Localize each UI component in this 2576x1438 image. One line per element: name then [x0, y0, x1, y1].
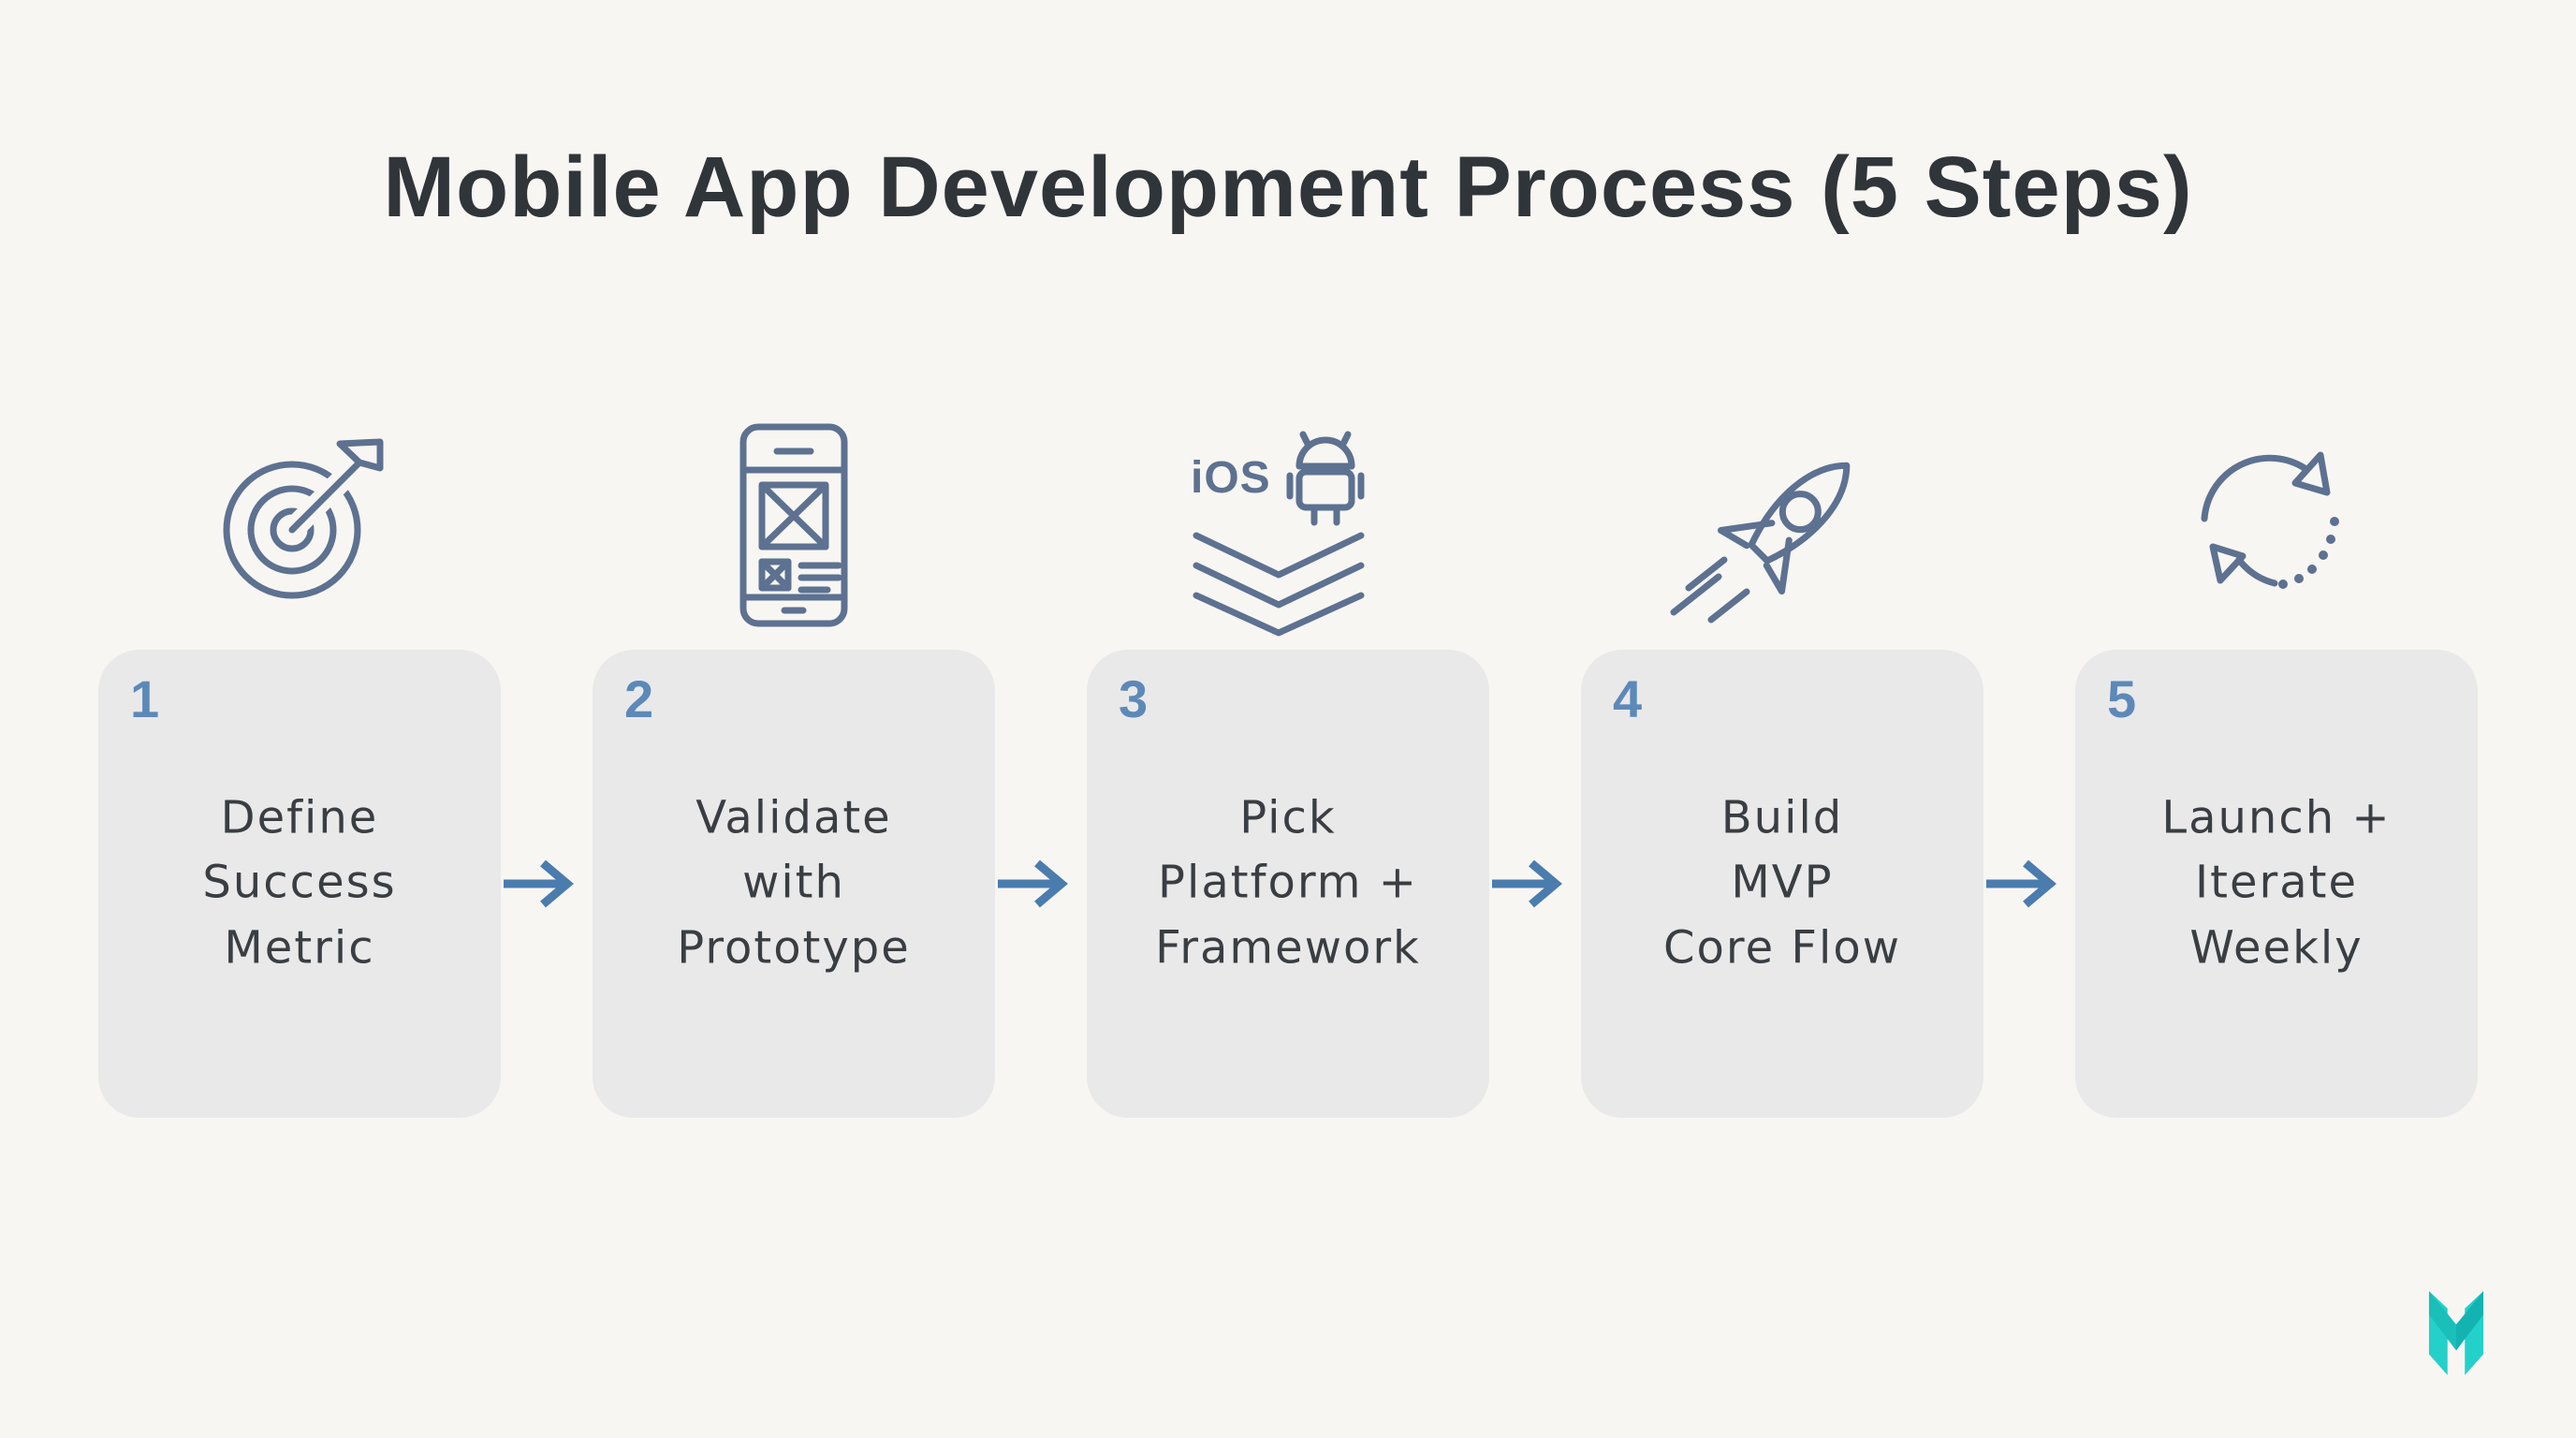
- label-line: Framework: [1155, 921, 1421, 975]
- step-number: 2: [624, 668, 654, 728]
- ios-label: iOS: [1191, 453, 1271, 503]
- step-number: 4: [1613, 668, 1643, 728]
- label-line: Weekly: [2189, 921, 2364, 975]
- step-label: Pick Platform + Framework: [1087, 785, 1489, 981]
- label-line: MVP: [1731, 857, 1834, 909]
- m-logo-icon: [2428, 1291, 2484, 1375]
- flow-arrow-1: [501, 854, 593, 914]
- step-number: 3: [1119, 668, 1149, 728]
- step-column-2: 2 Validate with Prototype: [593, 416, 995, 1118]
- page-title: Mobile App Development Process (5 Steps): [383, 139, 2193, 235]
- label-line: Metric: [224, 921, 375, 975]
- step-label: Define Success Metric: [98, 785, 501, 981]
- flow-arrow-4: [1983, 854, 2075, 914]
- step-card-1: 1 Define Success Metric: [98, 649, 501, 1118]
- step-label: Build MVP Core Flow: [1581, 785, 1983, 981]
- right-arrow-icon: [998, 859, 1068, 908]
- step-column-4: 4 Build MVP Core Flow: [1581, 416, 1983, 1118]
- step-column-3: iOS 3: [1087, 416, 1489, 1118]
- step-5-icon-box: [2075, 416, 2478, 650]
- label-line: Validate: [695, 791, 892, 844]
- process-flow: 1 Define Success Metric: [0, 416, 2576, 1118]
- step-label: Launch + Iterate Weekly: [2075, 785, 2478, 981]
- right-arrow-icon: [1492, 859, 1562, 908]
- step-1-icon-box: [98, 416, 501, 650]
- step-3-icon-box: iOS: [1087, 416, 1489, 650]
- step-card-5: 5 Launch + Iterate Weekly: [2075, 649, 2478, 1118]
- right-arrow-icon: [504, 859, 574, 908]
- step-number: 1: [130, 668, 160, 728]
- refresh-cycle-icon: [2201, 451, 2339, 589]
- label-line: with: [742, 857, 845, 909]
- step-card-2: 2 Validate with Prototype: [593, 649, 995, 1118]
- step-card-4: 4 Build MVP Core Flow: [1581, 649, 1983, 1118]
- layers-icon: [1193, 532, 1365, 637]
- step-2-icon-box: [593, 416, 995, 650]
- label-line: Define: [220, 791, 379, 844]
- right-arrow-icon: [1986, 859, 2056, 908]
- label-line: Prototype: [677, 921, 911, 975]
- label-line: Iterate: [2194, 857, 2358, 909]
- platforms-icon: iOS: [1191, 431, 1365, 637]
- label-line: Launch +: [2161, 791, 2392, 844]
- brand-logo: [2394, 1276, 2518, 1395]
- step-4-icon-box: [1581, 416, 1983, 650]
- phone-prototype-icon: [739, 423, 848, 627]
- step-column-5: 5 Launch + Iterate Weekly: [2075, 416, 2478, 1118]
- target-icon: [223, 438, 384, 599]
- label-line: Pick: [1239, 791, 1337, 844]
- step-column-1: 1 Define Success Metric: [98, 416, 501, 1118]
- rocket-icon: [1670, 462, 1851, 624]
- step-card-3: 3 Pick Platform + Framework: [1087, 649, 1489, 1118]
- android-icon: [1286, 431, 1365, 526]
- flow-arrow-3: [1489, 854, 1581, 914]
- label-line: Build: [1720, 791, 1844, 844]
- label-line: Core Flow: [1663, 921, 1901, 975]
- label-line: Success: [202, 857, 397, 909]
- step-number: 5: [2107, 668, 2137, 728]
- step-label: Validate with Prototype: [593, 785, 995, 981]
- label-line: Platform +: [1158, 857, 1418, 909]
- flow-arrow-2: [995, 854, 1087, 914]
